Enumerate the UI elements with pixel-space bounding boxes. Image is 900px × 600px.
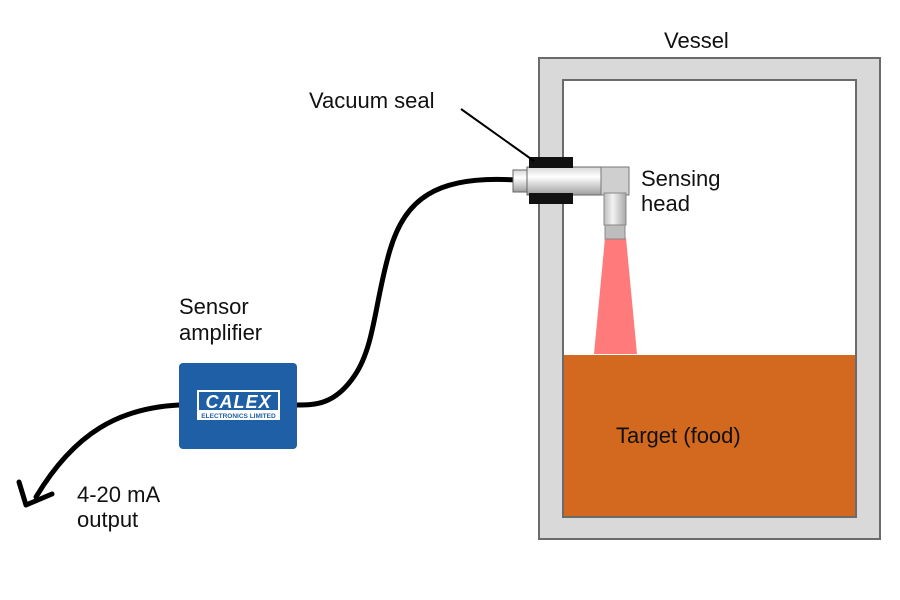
sensor-head-lens bbox=[604, 224, 626, 240]
calex-logo-subtitle: ELECTRONICS LIMITED bbox=[201, 413, 276, 420]
sensor-tube bbox=[526, 166, 610, 196]
vacuum-seal-label: Vacuum seal bbox=[309, 88, 435, 113]
sensing-beam bbox=[594, 238, 637, 354]
calex-logo: CALEX ELECTRONICS LIMITED bbox=[197, 390, 280, 420]
output-label-line2: output bbox=[77, 507, 139, 532]
calex-logo-plate bbox=[199, 392, 278, 410]
calex-logo-brand: CALEX bbox=[205, 392, 271, 412]
output-label-line1: 4-20 mA bbox=[77, 482, 161, 507]
sensor-amplifier-label-line1: Sensor bbox=[179, 294, 249, 319]
target-food bbox=[564, 355, 855, 516]
output-cable bbox=[33, 402, 182, 500]
vacuum-seal bbox=[529, 157, 573, 204]
sensor-head-body bbox=[603, 192, 627, 226]
vacuum-seal-bottom bbox=[529, 193, 573, 204]
sensing-head bbox=[512, 166, 630, 240]
vacuum-seal-leader-line bbox=[460, 108, 535, 162]
sensor-amplifier: CALEX ELECTRONICS LIMITED bbox=[179, 363, 297, 449]
target-food-label: Target (food) bbox=[616, 423, 741, 448]
vacuum-seal-top bbox=[529, 157, 573, 168]
sensor-cable bbox=[294, 176, 518, 408]
output-arrowhead-icon bbox=[16, 479, 55, 508]
sensing-head-label-line2: head bbox=[641, 191, 690, 216]
sensing-head-label-line1: Sensing bbox=[641, 166, 721, 191]
sensor-head-elbow bbox=[600, 166, 630, 196]
sensor-amplifier-label-line2: amplifier bbox=[179, 320, 263, 345]
vessel bbox=[538, 57, 881, 540]
vessel-label: Vessel bbox=[664, 28, 729, 53]
